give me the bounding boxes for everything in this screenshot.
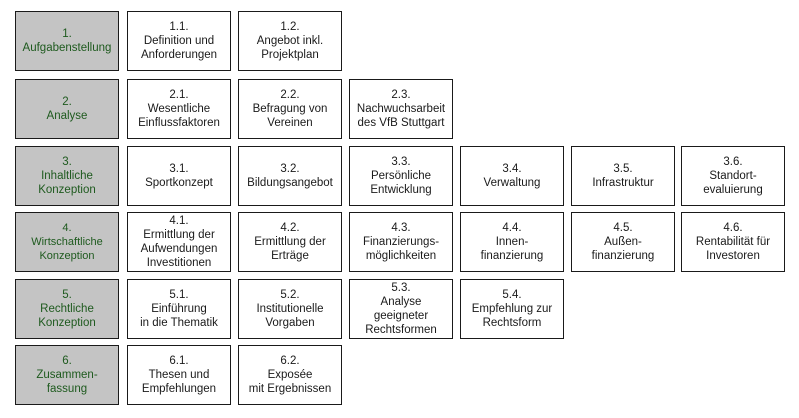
phase-box-2: 2. Analyse bbox=[15, 79, 119, 139]
task-box-4-4: 4.4. Innen- finanzierung bbox=[460, 212, 564, 272]
phase-box-5: 5. Rechtliche Konzeption bbox=[15, 279, 119, 339]
task-box-3-3: 3.3. Persönliche Entwicklung bbox=[349, 146, 453, 206]
task-box-6-1: 6.1. Thesen und Empfehlungen bbox=[127, 345, 231, 405]
task-box-3-1: 3.1. Sportkonzept bbox=[127, 146, 231, 206]
task-box-5-2: 5.2. Institutionelle Vorgaben bbox=[238, 279, 342, 339]
task-box-5-3: 5.3. Analyse geeigneter Rechtsformen bbox=[349, 279, 453, 339]
task-box-5-4: 5.4. Empfehlung zur Rechtsform bbox=[460, 279, 564, 339]
task-box-4-3: 4.3. Finanzierungs- möglichkeiten bbox=[349, 212, 453, 272]
task-box-4-6: 4.6. Rentabilität für Investoren bbox=[681, 212, 785, 272]
task-box-2-3: 2.3. Nachwuchsarbeit des VfB Stuttgart bbox=[349, 79, 453, 139]
task-box-1-1: 1.1. Definition und Anforderungen bbox=[127, 11, 231, 71]
task-box-4-2: 4.2. Ermittlung der Erträge bbox=[238, 212, 342, 272]
phase-box-4: 4. Wirtschaftliche Konzeption bbox=[15, 212, 119, 272]
task-box-6-2: 6.2. Exposée mit Ergebnissen bbox=[238, 345, 342, 405]
phase-box-1: 1. Aufgabenstellung bbox=[15, 11, 119, 71]
task-box-3-6: 3.6. Standort- evaluierung bbox=[681, 146, 785, 206]
task-box-1-2: 1.2. Angebot inkl. Projektplan bbox=[238, 11, 342, 71]
task-box-5-1: 5.1. Einführung in die Thematik bbox=[127, 279, 231, 339]
task-box-2-1: 2.1. Wesentliche Einflussfaktoren bbox=[127, 79, 231, 139]
task-box-3-2: 3.2. Bildungsangebot bbox=[238, 146, 342, 206]
phase-box-3: 3. Inhaltliche Konzeption bbox=[15, 146, 119, 206]
task-box-4-5: 4.5. Außen- finanzierung bbox=[571, 212, 675, 272]
phase-box-6: 6. Zusammen- fassung bbox=[15, 345, 119, 405]
task-box-3-4: 3.4. Verwaltung bbox=[460, 146, 564, 206]
task-box-4-1: 4.1. Ermittlung der Aufwendungen Investi… bbox=[127, 212, 231, 272]
task-box-3-5: 3.5. Infrastruktur bbox=[571, 146, 675, 206]
task-box-2-2: 2.2. Befragung von Vereinen bbox=[238, 79, 342, 139]
